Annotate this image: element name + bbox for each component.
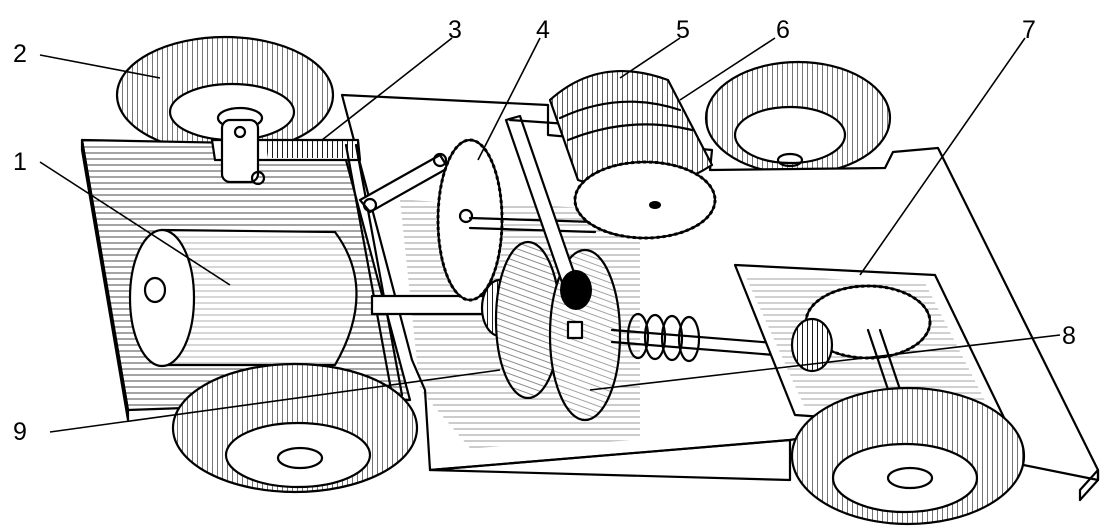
- label-6: 6: [776, 16, 790, 44]
- label-7: 7: [1022, 16, 1036, 44]
- friction-disc-left: [494, 240, 562, 400]
- label-5: 5: [676, 16, 690, 44]
- control-lever: [504, 114, 592, 310]
- worm-wheel: [573, 160, 717, 240]
- large-gear: [436, 138, 597, 302]
- leader-lines: [39, 37, 1061, 433]
- worm-drum: [548, 70, 714, 191]
- label-2: 2: [13, 40, 27, 68]
- wheel-rear-left: [115, 35, 335, 155]
- bracket-arm: [210, 118, 450, 397]
- label-8: 8: [1062, 322, 1076, 350]
- wheel-front-right: [790, 386, 1026, 526]
- electric-motor: [128, 228, 358, 368]
- bevel-gear-small: [790, 317, 834, 373]
- wheel-rear-right: [704, 60, 892, 176]
- label-9: 9: [13, 418, 27, 446]
- label-4: 4: [536, 16, 550, 44]
- label-1: 1: [13, 148, 27, 176]
- wheel-front-left: [171, 362, 419, 494]
- label-3: 3: [448, 16, 462, 44]
